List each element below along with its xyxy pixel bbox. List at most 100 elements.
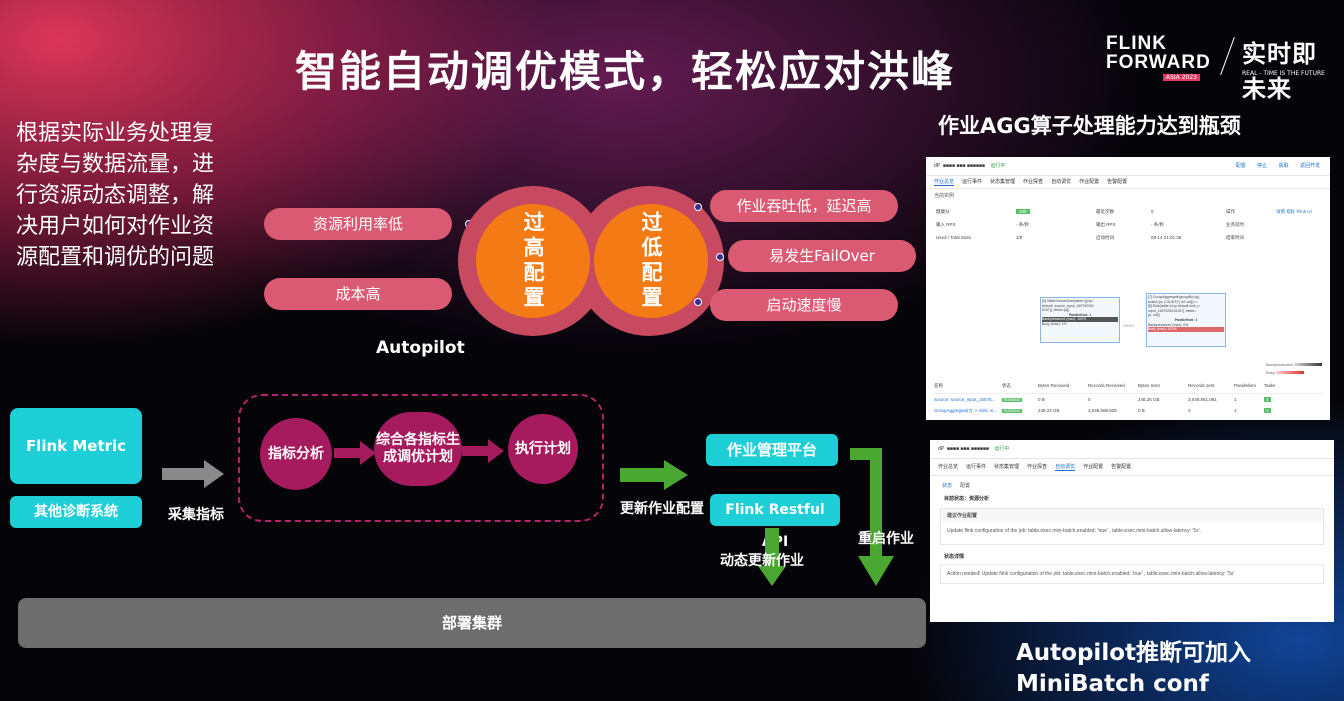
update-arrow: [620, 460, 688, 490]
node-busy: Busy (max): 1%: [1042, 321, 1067, 326]
tab-overview[interactable]: 作业总览: [938, 464, 959, 470]
job-platform-box: 作业管理平台: [706, 434, 838, 466]
node-text: [a, cnt]): [1148, 313, 1160, 318]
agg-node[interactable]: [7]:GroupAggregate(groupBy=[a], select=[…: [1146, 293, 1226, 347]
cell: 健康分: [936, 209, 950, 214]
cell[interactable]: Source: source_input_16575...: [934, 397, 996, 402]
connector-dot: [694, 203, 702, 211]
bottom-heading-line2: MiniBatch conf: [1016, 671, 1209, 697]
cell: 0: [1151, 209, 1154, 214]
node-backpressure: Backpressured (max): 0%: [1148, 322, 1189, 327]
node-text: [8]:Sink(table=[vvp.default.sink_o: [1148, 304, 1200, 309]
dynamic-update-arrow: [758, 528, 786, 586]
tab-explore[interactable]: 作业探查: [1027, 464, 1048, 470]
tab-explore[interactable]: 作业探查: [1023, 179, 1044, 185]
flink-forward-logo: FLINK FORWARD ASIA 2023 实时即未来 REAL - TIM…: [1106, 32, 1336, 103]
col-name: 名称: [934, 383, 943, 388]
tab-alert[interactable]: 告警配置: [1107, 179, 1128, 185]
tab-config[interactable]: 作业配置: [1083, 464, 1104, 470]
link-stop[interactable]: 停止: [1257, 163, 1268, 169]
link-config[interactable]: 配置: [1235, 163, 1246, 169]
node-text: [7]:GroupAggregate(groupBy=[a],: [1148, 295, 1200, 299]
connector-dot: [716, 253, 724, 261]
table-row[interactable]: GroupAggregate[7] -> Sink: si... RUNNING…: [934, 405, 1324, 416]
hash-edge-label: HASH: [1123, 323, 1135, 328]
bottom-heading-line1: Autopilot推断可加入: [1016, 640, 1251, 666]
detail-panel: Action needed! Update flink configuratio…: [940, 564, 1324, 584]
metrics-row: 健康分 100 最近次数 0 操作 详情 指标 Flink UI: [936, 209, 1316, 222]
detail-text: Action needed! Update flink configuratio…: [947, 571, 1235, 577]
cell: 最近次数: [1096, 209, 1114, 214]
job-tabs: 作业总览 运行事件 状态集管理 作业探查 自动调优 作业配置 告警配置: [930, 459, 1334, 476]
vertex-table: 名称 状态 Bytes Received Records Received By…: [934, 383, 1324, 416]
pill-low-utilization: 资源利用率低: [264, 208, 452, 240]
bottleneck-heading: 作业AGG算子处理能力达到瓶颈: [938, 114, 1241, 138]
logo-asia: ASIA 2023: [1163, 74, 1200, 81]
autotune-screenshot: dP ■■■■ ■■■ ■■■■■■ 运行中 作业总览 运行事件 状态集管理 作业探查…: [930, 440, 1334, 622]
cell: 09-14 21:01:38: [1151, 235, 1182, 240]
tab-events[interactable]: 运行事件: [962, 179, 983, 185]
tab-alert[interactable]: 告警配置: [1111, 464, 1132, 470]
step-arrow: [462, 439, 504, 463]
status-running: 运行中: [990, 163, 1006, 169]
metrics-row: Used / Total Slots 2/8 启动时间 09-14 21:01:…: [936, 235, 1316, 248]
job-topbar: dP ■■■■ ■■■ ■■■■■■ 运行中: [930, 440, 1334, 459]
current-state: 目前状态：资源分析: [944, 496, 990, 502]
logo-en: REAL - TIME IS THE FUTURE: [1242, 70, 1325, 77]
ops-links[interactable]: 详情 指标 Flink UI: [1276, 209, 1312, 214]
link-back[interactable]: 返回开发: [1299, 163, 1320, 169]
node-text: 5157]], fields=[a]): [1042, 308, 1069, 313]
status-badge: RUNNING: [1002, 409, 1023, 413]
cell: 0 B: [1038, 397, 1045, 402]
cell: 3,049,698,828: [1088, 408, 1117, 413]
col-bytes-sent: Bytes Sent: [1138, 383, 1160, 388]
tab-state[interactable]: 状态集管理: [990, 179, 1016, 185]
connector-dot: [694, 298, 702, 306]
node-text: [5]:TableSourceScan(table=[[vvp,: [1042, 299, 1094, 303]
tab-config[interactable]: 作业配置: [1079, 179, 1100, 185]
step-analysis: 指标分析: [260, 418, 332, 490]
slide-title: 智能自动调优模式，轻松应对洪峰: [294, 47, 955, 96]
link-fetch[interactable]: 获取: [1278, 163, 1289, 169]
cell: 0: [1188, 408, 1191, 413]
node-parallelism: Parallelism: 1: [1068, 312, 1092, 317]
cell: Used / Total Slots: [936, 235, 971, 240]
subtab-state[interactable]: 状态: [942, 483, 953, 489]
bottom-heading: Autopilot推断可加入 MiniBatch conf: [1016, 638, 1251, 700]
cell: - 条/秒: [1016, 222, 1029, 227]
other-diagnosis-box: 其他诊断系统: [10, 496, 142, 528]
source-node[interactable]: [5]:TableSourceScan(table=[[vvp, default…: [1040, 297, 1120, 343]
cell: 业务延时: [1226, 222, 1244, 227]
under-provisioned-label: 过低配置: [639, 211, 663, 311]
subtab-config[interactable]: 配置: [960, 483, 971, 489]
under-provisioned-circle: 过低配置: [594, 204, 708, 318]
vertex-table-header: 名称 状态 Bytes Received Records Received By…: [934, 383, 1324, 394]
cell: 输出 RPS: [1096, 222, 1116, 227]
col-records-received: Records Received: [1088, 383, 1125, 388]
cell[interactable]: GroupAggregate[7] -> Sink: si...: [934, 408, 998, 413]
update-config-label: 更新作业配置: [620, 501, 704, 517]
col-records-sent: Records sent: [1188, 383, 1215, 388]
node-busy: Busy (max): 100%: [1148, 327, 1224, 332]
tasks-badge: 1: [1264, 397, 1271, 402]
flink-metric-box: Flink Metric: [10, 408, 142, 484]
tab-autotune[interactable]: 自动调优: [1051, 179, 1072, 185]
tab-autotune[interactable]: 自动调优: [1055, 464, 1076, 471]
collect-label: 采集指标: [168, 507, 224, 523]
metrics-row: 输入 RPS - 条/秒 输出 RPS - 条/秒 业务延时: [936, 222, 1316, 235]
dynamic-update-label: 动态更新作业: [720, 553, 804, 569]
col-status: 状态: [1002, 383, 1011, 388]
tab-events[interactable]: 运行事件: [966, 464, 987, 470]
cell: 结束时间: [1226, 235, 1244, 240]
tasks-badge: 1: [1264, 408, 1271, 413]
autopilot-label: Autopilot: [376, 338, 465, 358]
health-badge: 100: [1016, 209, 1030, 214]
tab-state[interactable]: 状态集管理: [994, 464, 1020, 470]
table-row[interactable]: Source: source_input_16575... RUNNING 0 …: [934, 394, 1324, 405]
tab-overview[interactable]: 作业总览: [934, 179, 955, 186]
cluster-bar: 部署集群: [18, 598, 926, 648]
restful-api-box: Flink Restful API: [710, 494, 840, 550]
col-bytes-received: Bytes Received: [1038, 383, 1070, 388]
graph-legend: Backpressured Busy: [1266, 361, 1322, 377]
logo-line2: FORWARD: [1106, 52, 1211, 73]
